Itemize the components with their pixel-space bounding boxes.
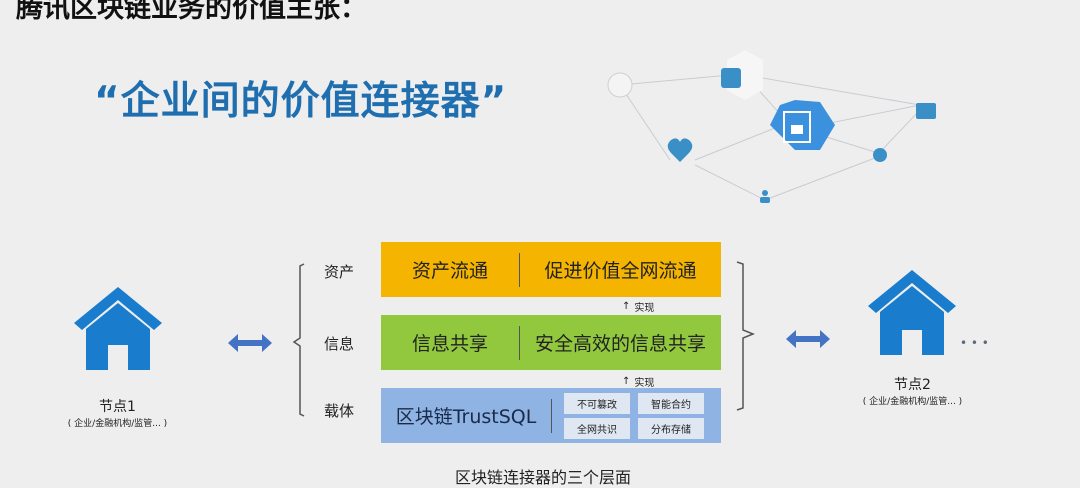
network-diagram: [607, 50, 936, 203]
double-arrow-icon: [228, 334, 272, 352]
empty-node-icon: [607, 72, 633, 98]
layer-info: 信息共享 安全高效的信息共享: [381, 315, 721, 370]
node1-label: 节点1 ( 企业/金融机构/监管... ): [50, 396, 185, 429]
double-arrow-icon: [786, 330, 830, 348]
user-icon: [760, 190, 770, 203]
feature-cell: 全网共识: [564, 417, 630, 439]
coin-icon: [873, 148, 887, 162]
layer-info-title: 信息共享: [411, 333, 488, 355]
feature-cell: 分布存储: [638, 417, 704, 439]
layer-asset-title: 资产流通: [411, 260, 488, 282]
divider: [519, 252, 520, 287]
node1-desc: ( 企业/金融机构/监管... ): [67, 419, 168, 429]
implement-label: 实现: [634, 303, 655, 314]
feature-cell: 不可篡改: [564, 392, 630, 414]
layer-asset-desc: 促进价值全网流通: [544, 260, 697, 282]
layer-asset: 资产流通 促进价值全网流通: [381, 242, 721, 297]
more-nodes-ellipsis: • • •: [960, 336, 989, 350]
up-arrow-icon: ↑: [622, 301, 631, 312]
feature-cell: 智能合约: [638, 392, 704, 414]
side-label-info: 信息: [324, 335, 355, 353]
implement-arrow-2: ↑实现: [622, 374, 654, 389]
right-brace: [736, 261, 756, 411]
page-title: 腾讯区块链业务的价值主张：: [16, 0, 367, 24]
cloud-drive-icon: [721, 50, 763, 100]
left-brace: [292, 263, 305, 417]
divider: [551, 398, 552, 433]
node2-name: 节点2: [894, 377, 931, 393]
divider: [519, 325, 520, 360]
side-label-carrier: 载体: [324, 402, 355, 420]
handshake-heart-icon: [667, 138, 693, 162]
node1-name: 节点1: [99, 399, 136, 415]
node2-desc: ( 企业/金融机构/监管... ): [862, 397, 963, 407]
implement-label: 实现: [634, 378, 655, 389]
implement-arrow-1: ↑实现: [622, 299, 654, 314]
side-label-asset: 资产: [324, 263, 355, 281]
briefcase-icon: [916, 103, 936, 119]
slogan: “企业间的价值连接器”: [94, 79, 508, 124]
figure-caption: 区块链连接器的三个层面: [455, 468, 632, 487]
house-icon-node2: [868, 270, 956, 355]
up-arrow-icon: ↑: [622, 376, 631, 387]
feature-grid: 不可篡改 智能合约 全网共识 分布存储: [564, 392, 704, 439]
lock-notebook-icon: [770, 100, 835, 150]
layer-carrier-title: 区块链TrustSQL: [395, 406, 537, 428]
house-icon-node1: [74, 287, 162, 370]
layer-info-desc: 安全高效的信息共享: [534, 333, 706, 355]
layer-carrier: 区块链TrustSQL 不可篡改 智能合约 全网共识 分布存储: [381, 388, 721, 443]
node2-label: 节点2 ( 企业/金融机构/监管... ): [845, 374, 980, 407]
